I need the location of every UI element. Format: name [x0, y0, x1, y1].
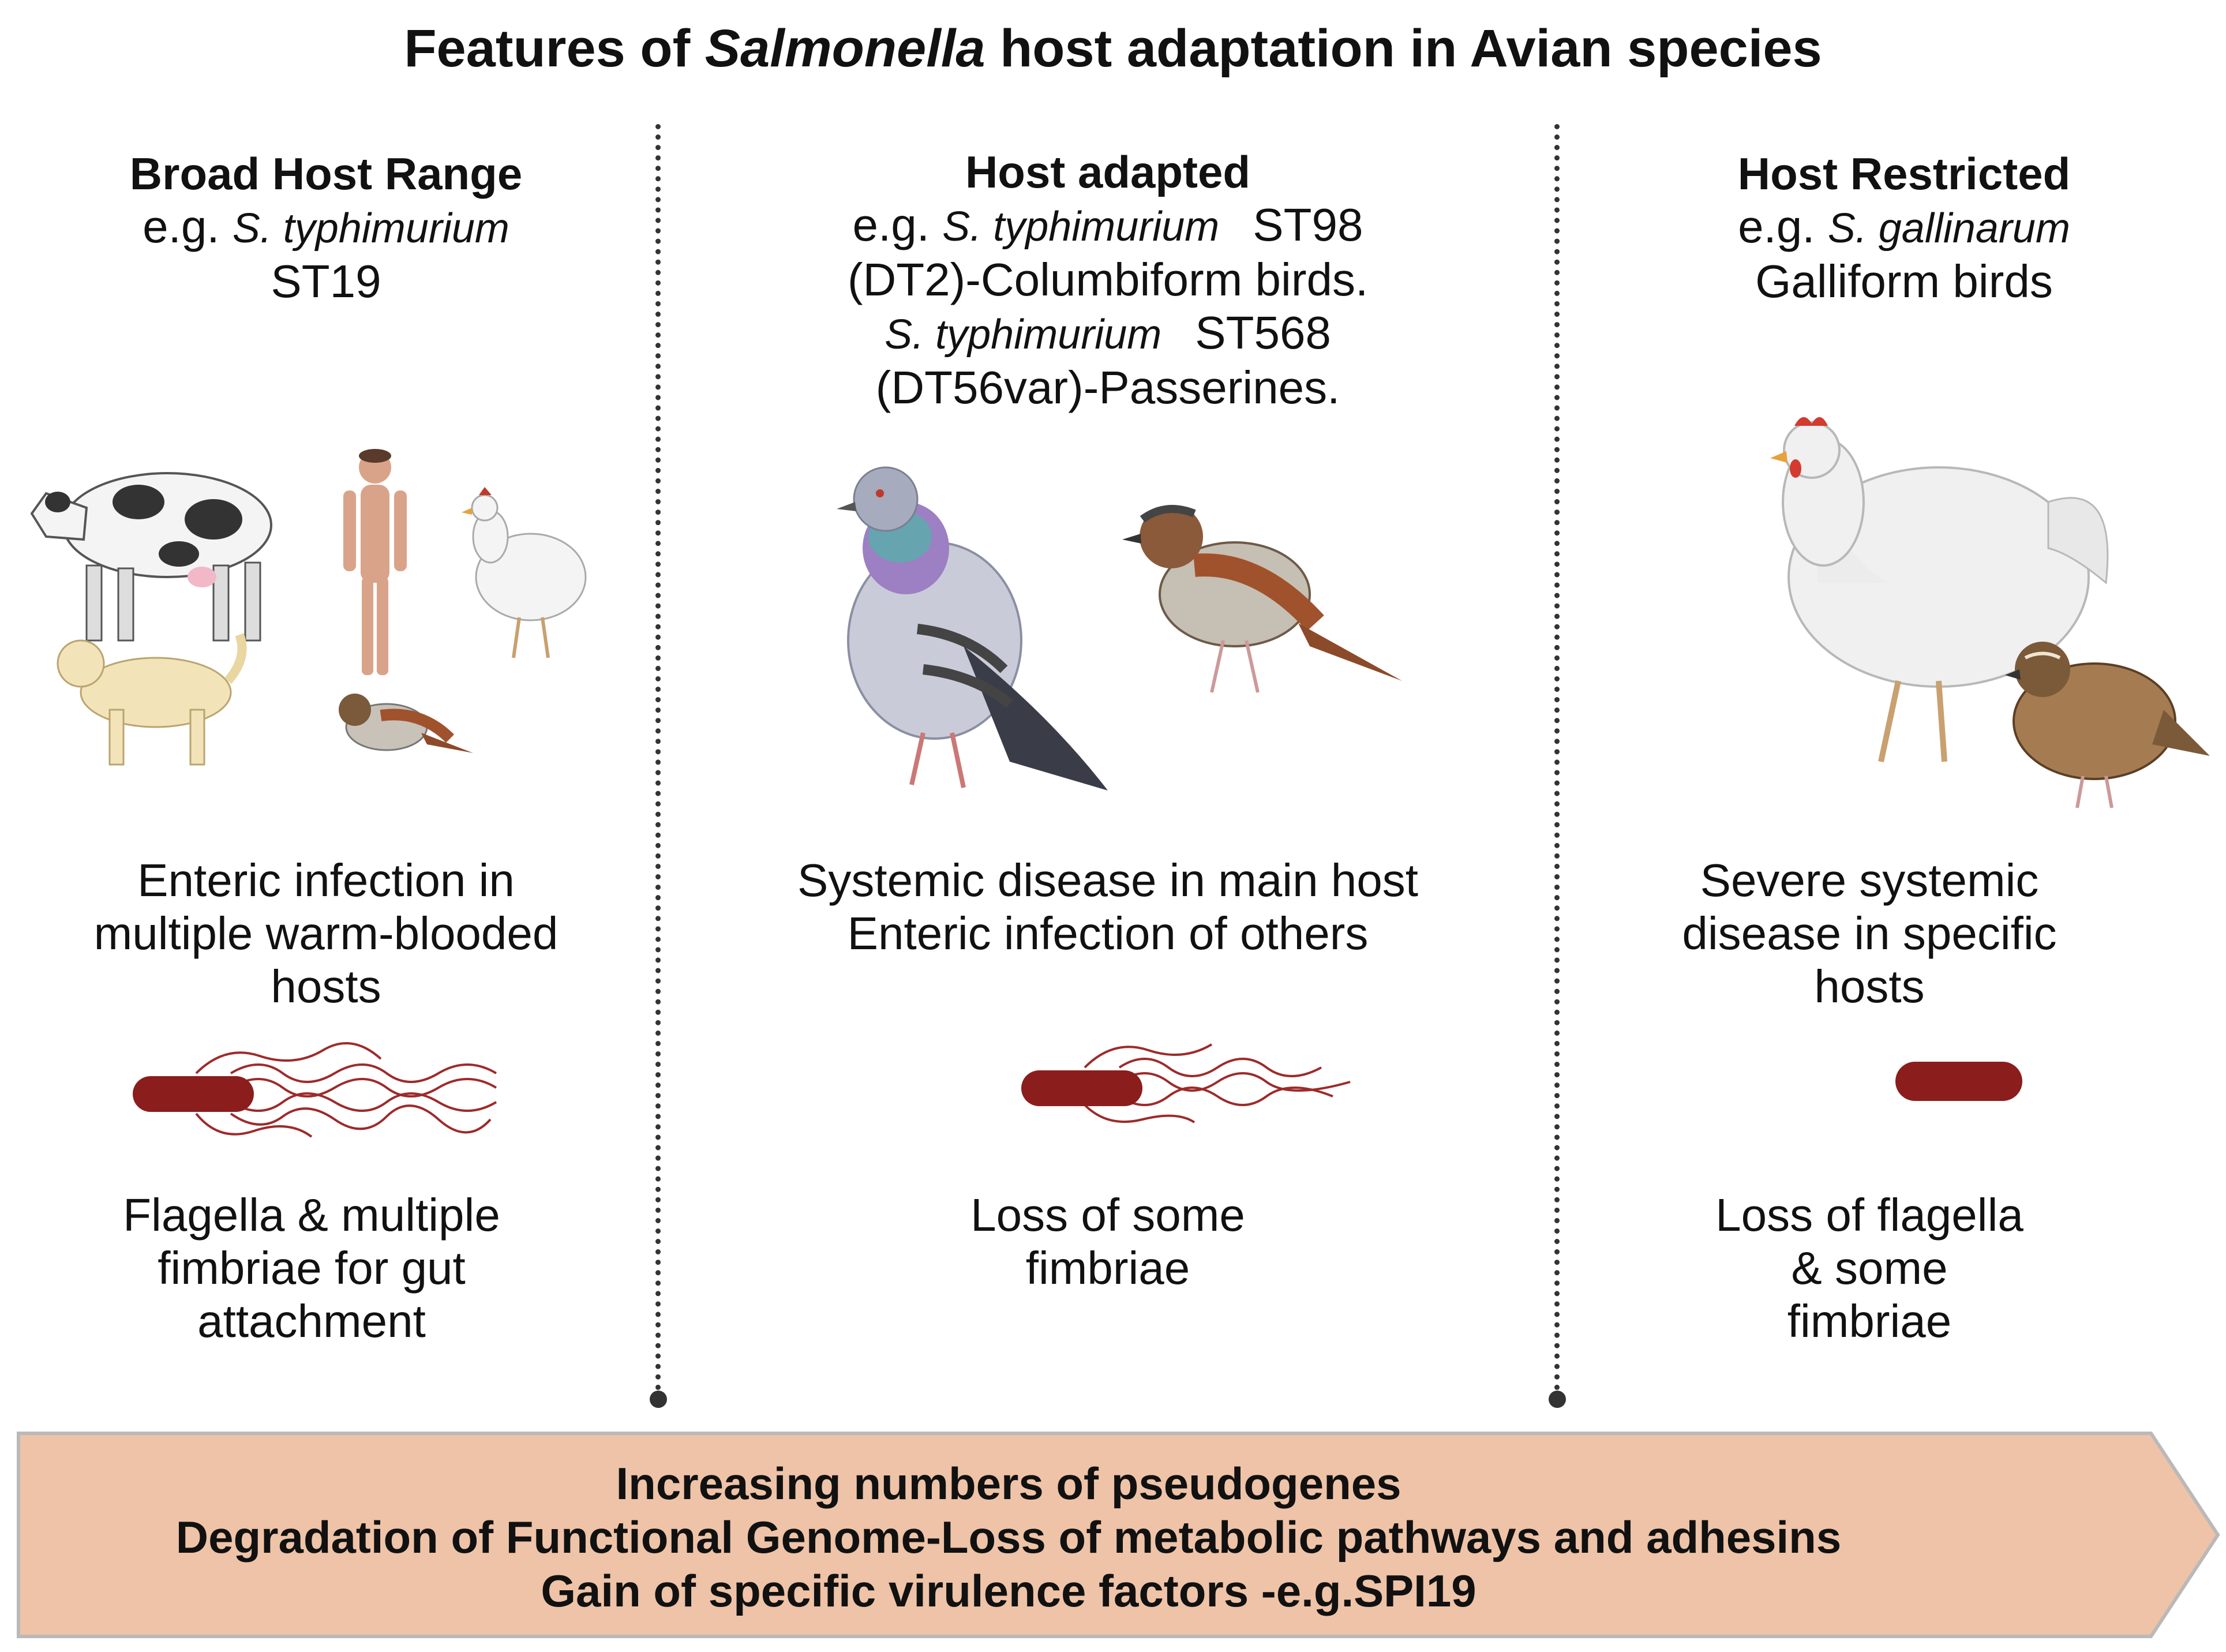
column-heading: Host adapted [965, 147, 1251, 197]
feature-line: attachment [197, 1295, 426, 1347]
feature-line: Flagella & multiple [123, 1189, 500, 1241]
feature-line: fimbriae [1787, 1295, 1952, 1347]
birds-illustration [837, 466, 1402, 791]
feature-line: Loss of some [970, 1189, 1245, 1241]
description-line: multiple warm-blooded [93, 908, 559, 959]
flagellated-bacterium-icon [133, 1042, 497, 1138]
example-line: (DT56var)-Passerines. [875, 362, 1340, 413]
partially-fimbriated-bacterium-icon [1021, 1043, 1351, 1123]
example-line: Galliform birds [1755, 256, 2053, 307]
description-line: Severe systemic [1700, 855, 2039, 906]
bare-bacterium-icon [1895, 1062, 2022, 1101]
progression-arrow [17, 1432, 2220, 1638]
column-host-restricted: Host Restricted e.g. S. gallinarum Galli… [1644, 0, 2221, 1431]
column-heading: Broad Host Range [129, 148, 523, 199]
chicken-icon [462, 487, 587, 658]
feature-line: Loss of flagella [1715, 1189, 2023, 1241]
hosts-illustration [30, 449, 587, 766]
description-line: Systemic disease in main host [797, 855, 1418, 906]
description-line: Enteric infection of others [847, 908, 1369, 959]
example-line: (DT2)-Columbiform birds. [847, 254, 1369, 305]
quail-icon [2005, 642, 2210, 808]
hen-icon [1770, 417, 2109, 763]
human-icon [343, 449, 407, 675]
arrow-line: Gain of specific virulence factors -e.g.… [541, 1565, 1476, 1616]
example-line: e.g. S. gallinarum [1738, 201, 2070, 252]
description-line: disease in specific [1682, 908, 2057, 959]
column-broad-host-range: Broad Host Range e.g. S. typhimurium ST1… [23, 0, 629, 1431]
sparrow-icon [339, 694, 473, 753]
arrow-text: Increasing numbers of pseudogenes Degrad… [16, 1457, 2001, 1618]
cow-icon [30, 472, 272, 642]
pigeon-icon [837, 466, 1108, 791]
feature-line: fimbriae for gut [158, 1242, 466, 1294]
divider-right [1549, 124, 1566, 1408]
description-line: Enteric infection in [137, 855, 515, 906]
example-code: ST19 [271, 256, 381, 307]
arrow-line: Degradation of Functional Genome-Loss of… [175, 1512, 1842, 1563]
arrow-line: Increasing numbers of pseudogenes [616, 1458, 1401, 1509]
divider-left [650, 124, 667, 1408]
figure-title: Features of Salmonella host adaptation i… [404, 19, 1822, 78]
description-line: hosts [1814, 961, 1925, 1012]
galliform-birds-illustration [1770, 417, 2210, 808]
column-heading: Host Restricted [1737, 148, 2071, 199]
feature-line: fimbriae [1025, 1242, 1190, 1294]
description-line: hosts [271, 961, 381, 1012]
dog-icon [57, 633, 247, 766]
sparrow-icon [1122, 505, 1402, 693]
feature-line: & some [1791, 1242, 1948, 1294]
example-line: e.g. S. typhimurium [143, 201, 509, 252]
